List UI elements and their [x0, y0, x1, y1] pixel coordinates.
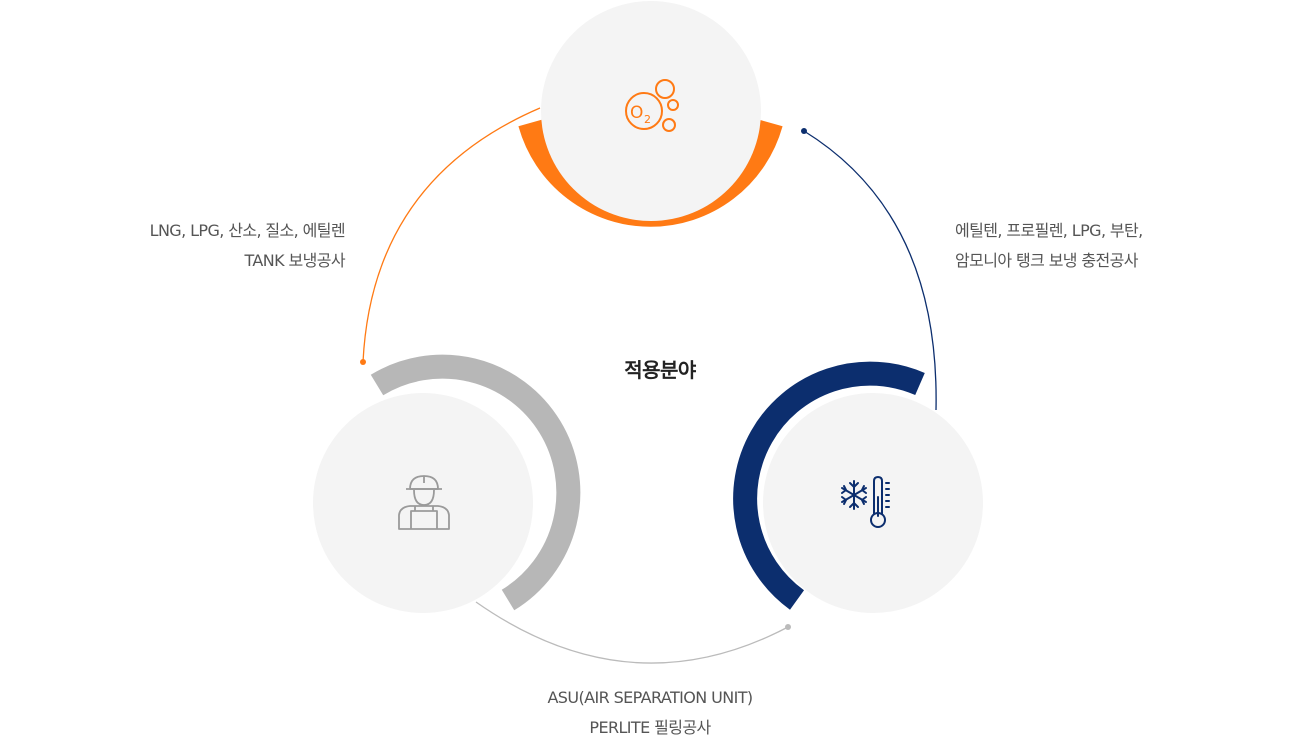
snowflake-thermometer-icon — [841, 475, 890, 528]
oxygen-bubbles-icon: O 2 — [625, 79, 679, 132]
label-top-line-2: TANK 보냉공사 — [244, 251, 345, 270]
label-top-line-1: LNG, LPG, 산소, 질소, 에틸렌 — [149, 221, 346, 240]
label-left-line-1: ASU(AIR SEPARATION UNIT) — [547, 688, 753, 707]
connector-orange-dot — [360, 359, 366, 365]
label-left-line-2: PERLITE 필링공사 — [589, 718, 711, 737]
label-top-node: LNG, LPG, 산소, 질소, 에틸렌 TANK 보냉공사 — [100, 216, 346, 276]
connector-gray — [475, 601, 789, 664]
node-left — [313, 354, 581, 613]
node-top: O 2 — [518, 1, 783, 227]
diagram-center-title: 적용분야 — [624, 358, 696, 382]
label-right-line-2: 암모니아 탱크 보냉 충전공사 — [955, 251, 1139, 270]
node-left-arc — [370, 354, 581, 611]
oxygen-symbol: O — [630, 103, 643, 123]
snowflake-icon — [841, 480, 867, 510]
connector-navy-dot — [801, 128, 807, 134]
label-right-line-1: 에틸텐, 프로필렌, LPG, 부탄, — [955, 221, 1143, 240]
connector-gray-dot — [785, 624, 791, 630]
node-left-circle — [313, 393, 533, 613]
connector-navy — [803, 130, 937, 411]
label-left-node: ASU(AIR SEPARATION UNIT) PERLITE 필링공사 — [450, 683, 850, 743]
label-right-node: 에틸텐, 프로필렌, LPG, 부탄, 암모니아 탱크 보냉 충전공사 — [955, 216, 1255, 276]
thermometer-icon — [870, 475, 890, 528]
node-right — [733, 361, 983, 613]
node-right-arc — [733, 361, 925, 610]
node-top-circle — [541, 1, 761, 221]
worker-icon — [398, 475, 450, 530]
connector-orange — [362, 107, 541, 363]
oxygen-subscript: 2 — [644, 113, 651, 126]
